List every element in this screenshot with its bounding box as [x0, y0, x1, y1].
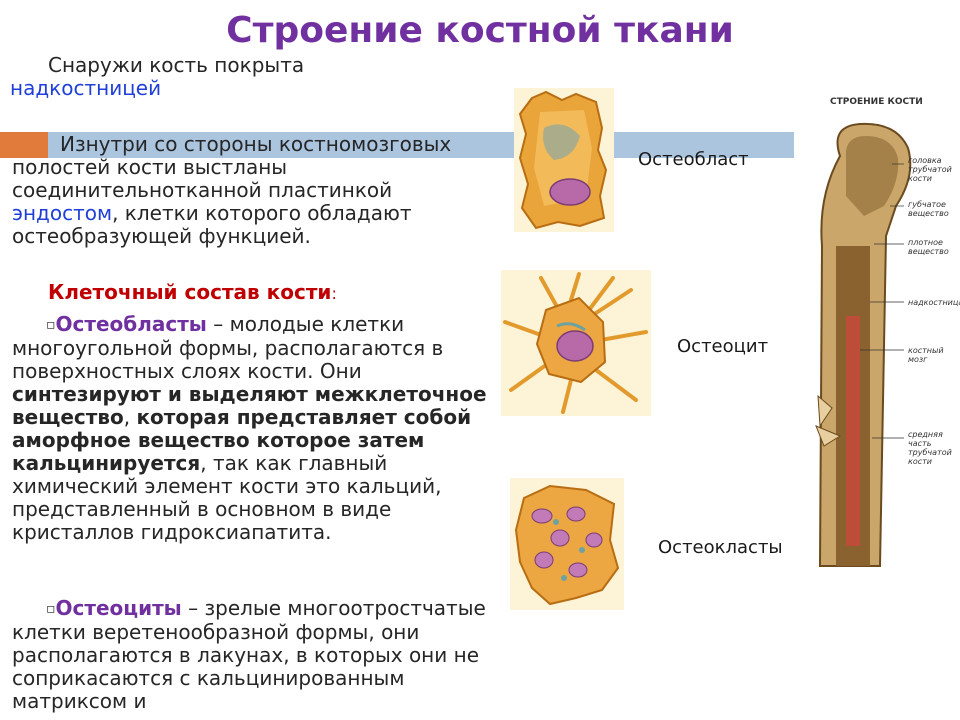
- osteocyte-image: [501, 270, 651, 416]
- heading-colon: :: [331, 284, 337, 303]
- bullet-osteoblasts: ▫Остеобласты – молодые клетки многоуголь…: [12, 313, 507, 544]
- bone-structure-diagram: СТРОЕНИЕ КОСТИ головка трубчатой кости г…: [800, 96, 960, 576]
- bullet1-t2: ,: [123, 405, 137, 429]
- bone-label-shaft: средняя часть трубчатой кости: [908, 430, 952, 466]
- caption-osteocyte: Остеоцит: [677, 336, 769, 357]
- bone-label-compact: плотное вещество: [908, 238, 949, 256]
- cell-composition-heading: Клеточный состав кости:: [48, 281, 498, 305]
- bullet1-b2: которая представляет собой аморфное веще…: [12, 405, 472, 475]
- term-osteoblasts: Остеобласты: [55, 312, 207, 336]
- bullet-square-icon: ▫: [46, 317, 56, 333]
- decorative-bar-orange: [0, 132, 48, 158]
- paragraph-endosteum: Изнутри со стороны костномозговых полост…: [12, 133, 502, 248]
- para1-text: Снаружи кость покрыта: [48, 53, 305, 77]
- bullet-osteocytes: ▫Остеоциты – зрелые многоотростчатые кле…: [12, 597, 492, 713]
- caption-osteoblast: Остеобласт: [638, 149, 749, 170]
- osteoblast-image: [514, 88, 614, 232]
- para2-pre: Изнутри со стороны костномозговых полост…: [12, 132, 452, 202]
- caption-osteoclasts: Остеокласты: [658, 537, 783, 558]
- bullet1-b1: синтезируют и выделяют межклеточное веще…: [12, 382, 487, 429]
- para2-post: , клетки которого обладают остеобразующе…: [12, 201, 412, 248]
- paragraph-periosteum: Снаружи кость покрыта надкостницей: [10, 53, 498, 100]
- heading-text: Клеточный состав кости: [48, 280, 332, 304]
- decorative-bar-blue: [48, 132, 794, 158]
- bullet1-t1: – молодые клетки многоугольной формы, ра…: [12, 312, 444, 383]
- osteoclast-image: [510, 478, 624, 610]
- term-osteocytes: Остеоциты: [55, 596, 182, 620]
- periosteum-link[interactable]: надкостницей: [10, 76, 162, 100]
- bone-label-spongy: губчатое вещество: [908, 200, 949, 218]
- bullet2-t1: – зрелые многоотростчатые клетки веретен…: [12, 596, 486, 713]
- bone-label-head: головка трубчатой кости: [908, 156, 952, 183]
- bullet-square-icon: ▫: [46, 601, 56, 617]
- bone-label-marrow: костный мозг: [908, 346, 944, 364]
- bullet1-t3: , так как главный химический элемент кос…: [12, 451, 442, 544]
- bone-diagram-title: СТРОЕНИЕ КОСТИ: [830, 97, 923, 107]
- slide-title: Строение костной ткани: [226, 10, 734, 51]
- bone-label-periosteum: надкостница: [908, 298, 960, 307]
- endosteum-link[interactable]: эндостом: [12, 201, 113, 225]
